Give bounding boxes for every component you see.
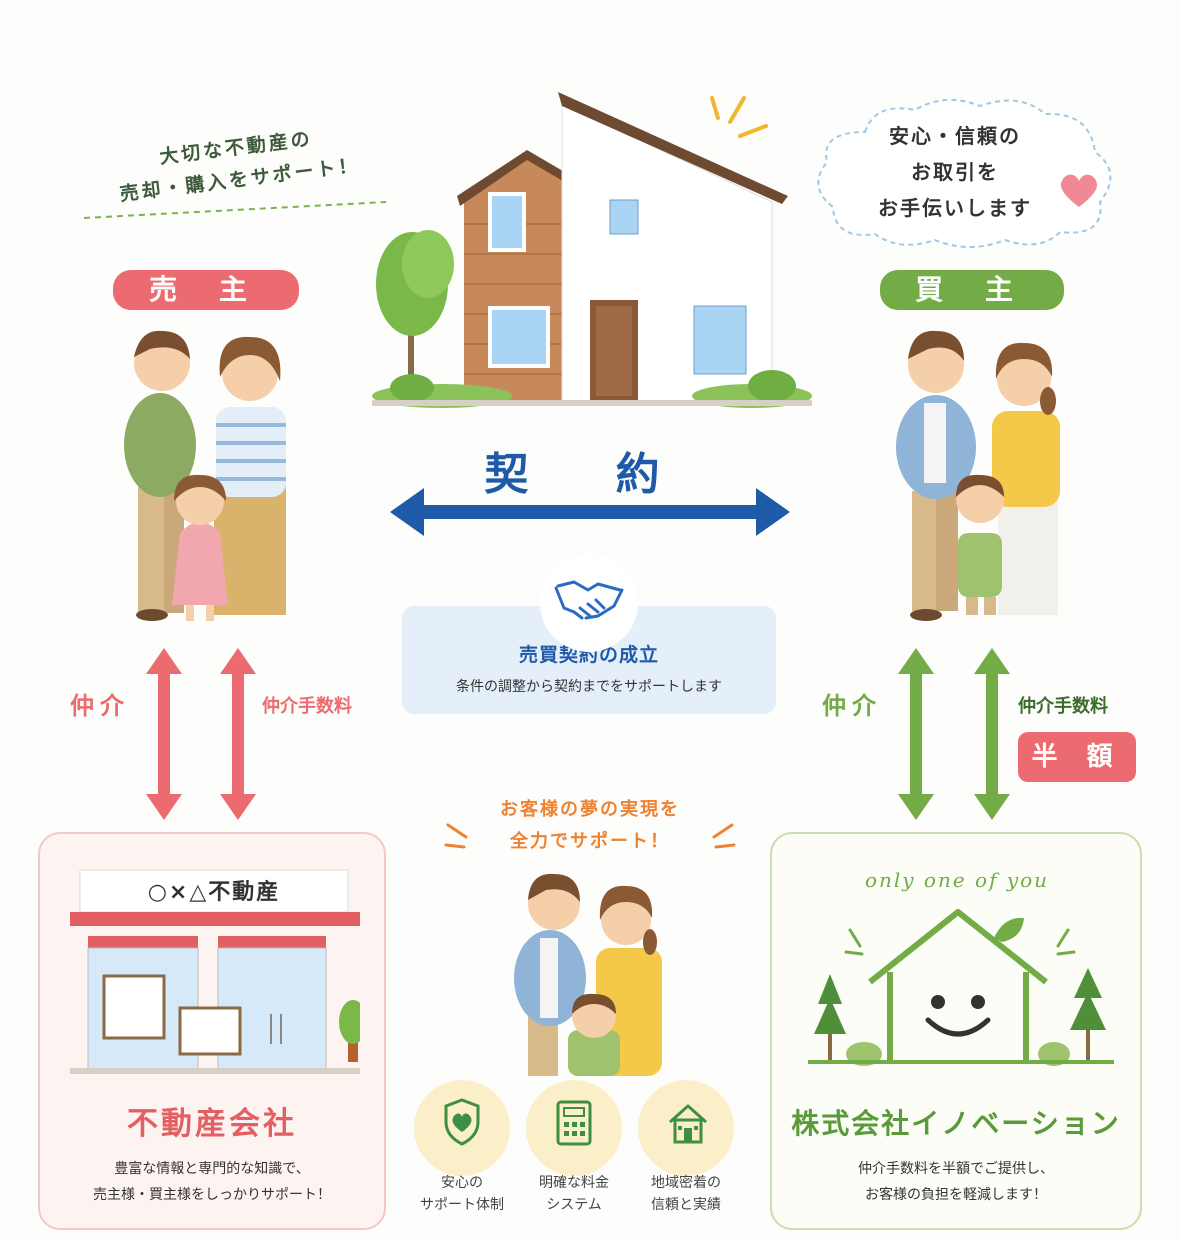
speech-cloud [817,98,1112,248]
seller-family-illustration [124,330,286,621]
house-icon [669,1104,707,1144]
desc-line-1: 豊富な情報と専門的な知識で、 [114,1161,310,1177]
contract-double-arrow [390,488,790,536]
company-desc: 仲介手数料を半額でご提供し、 お客様の負担を軽減します！ [772,1156,1140,1208]
contract-success-desc: 条件の調整から契約までをサポートします [456,679,722,695]
shield-heart-icon [444,1098,480,1146]
seller-label: 売 主 [113,270,299,310]
handshake-icon [540,554,638,652]
half-price-badge: 半 額 [1018,732,1136,782]
buyer-mediation-arrow [898,648,934,820]
calculator-icon [556,1100,592,1146]
feature-line-2: サポート体制 [420,1197,504,1213]
buyer-fee-label: 仲介手数料 [1018,696,1108,717]
seller-mediation-arrow [146,648,182,820]
cloud-line-2: お取引を [911,160,999,184]
cloud-text: 安心・信頼の お取引を お手伝いします [840,118,1070,226]
buyer-fee-arrow [974,648,1010,820]
feature-line-1: 明確な料金 [539,1175,609,1191]
desc-line-1: 仲介手数料を半額でご提供し、 [858,1161,1054,1177]
caption-line-2: 全力でサポート！ [510,831,670,852]
seller-fee-arrow [220,648,256,820]
company-title: 株式会社イノベーション [791,1107,1121,1140]
caption-sparkles [444,823,736,849]
cloud-line-3: お手伝いします [878,196,1032,220]
feature-circle-pricing [526,1080,622,1176]
center-bottom-caption: お客様の夢の実現を 全力でサポート！ [440,794,740,858]
feature-line-1: 安心の [441,1175,483,1191]
feature-line-2: システム [546,1197,602,1213]
contract-success-title: 売買契約の成立 [518,644,659,666]
real-estate-company-card: ○×△不動産 不動産会社 豊富な情報と専門的な知識で、 売主様・買主様をしっかり… [38,832,386,1230]
buyer-family-illustration [896,330,1060,621]
storefront-illustration [70,869,360,1074]
logo-text: only one of you [864,868,1050,892]
store-sign: ○×△不動産 [147,880,281,905]
heart-icon [1060,174,1098,207]
smile-house-logo [808,909,1114,1066]
caption-dashed-underline [83,201,387,219]
cloud-line-1: 安心・信頼の [889,124,1021,148]
company-title: 不動産会社 [127,1106,297,1142]
buyer-label: 買 主 [880,270,1064,310]
feature-line-1: 地域密着の [651,1175,721,1191]
feature-pricing-text: 明確な料金 システム [509,1172,639,1216]
house-illustration [372,92,812,408]
seller-mediation-label: 仲介 [70,692,130,720]
buyer-mediation-label: 仲介 [822,692,882,720]
caption-line-1: お客様の夢の実現を [500,799,680,820]
seller-fee-label: 仲介手数料 [262,696,352,717]
company-desc: 豊富な情報と専門的な知識で、 売主様・買主様をしっかりサポート！ [40,1156,384,1208]
feature-safety-text: 安心の サポート体制 [397,1172,527,1216]
feature-line-2: 信頼と実績 [651,1197,721,1213]
staff-family-illustration [514,873,662,1076]
feature-local-text: 地域密着の 信頼と実績 [621,1172,751,1216]
innovation-company-card: only one of you 株式会社イノベーション 仲介手数料を半額でご提供… [770,832,1142,1230]
desc-line-2: お客様の負担を軽減します！ [865,1187,1047,1203]
desc-line-2: 売主様・買主様をしっかりサポート！ [93,1187,331,1203]
contract-label: 契 約 [484,449,696,500]
